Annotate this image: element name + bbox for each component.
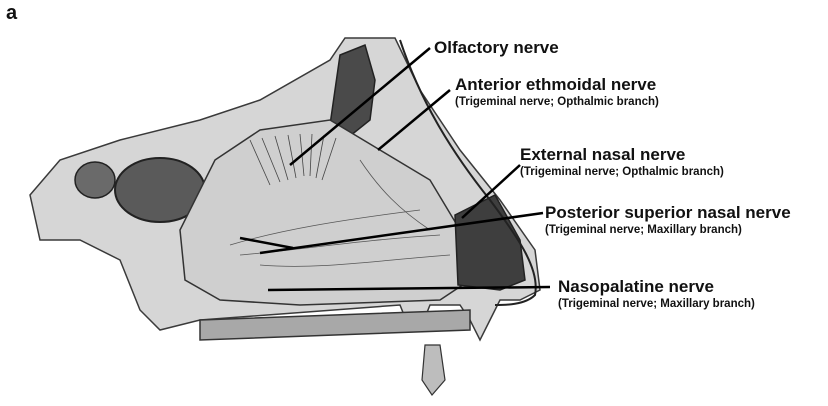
- label-posterior-superior-nasal-branch: (Trigeminal nerve; Maxillary branch): [545, 224, 742, 236]
- label-external-nasal-branch: (Trigeminal nerve; Opthalmic branch): [520, 166, 724, 178]
- label-anterior-ethmoidal-branch: (Trigeminal nerve; Opthalmic branch): [455, 96, 659, 108]
- panel-letter: a: [6, 2, 17, 25]
- label-anterior-ethmoidal-nerve: Anterior ethmoidal nerve: [455, 75, 656, 95]
- label-nasopalatine-nerve: Nasopalatine nerve: [558, 277, 714, 297]
- label-nasopalatine-branch: (Trigeminal nerve; Maxillary branch): [558, 298, 755, 310]
- posterior-cavity: [75, 162, 115, 198]
- label-posterior-superior-nasal-nerve: Posterior superior nasal nerve: [545, 203, 791, 223]
- nasal-vestibule: [455, 195, 525, 290]
- label-olfactory-nerve: Olfactory nerve: [434, 38, 559, 58]
- label-external-nasal-nerve: External nasal nerve: [520, 145, 685, 165]
- tooth-root: [422, 345, 445, 395]
